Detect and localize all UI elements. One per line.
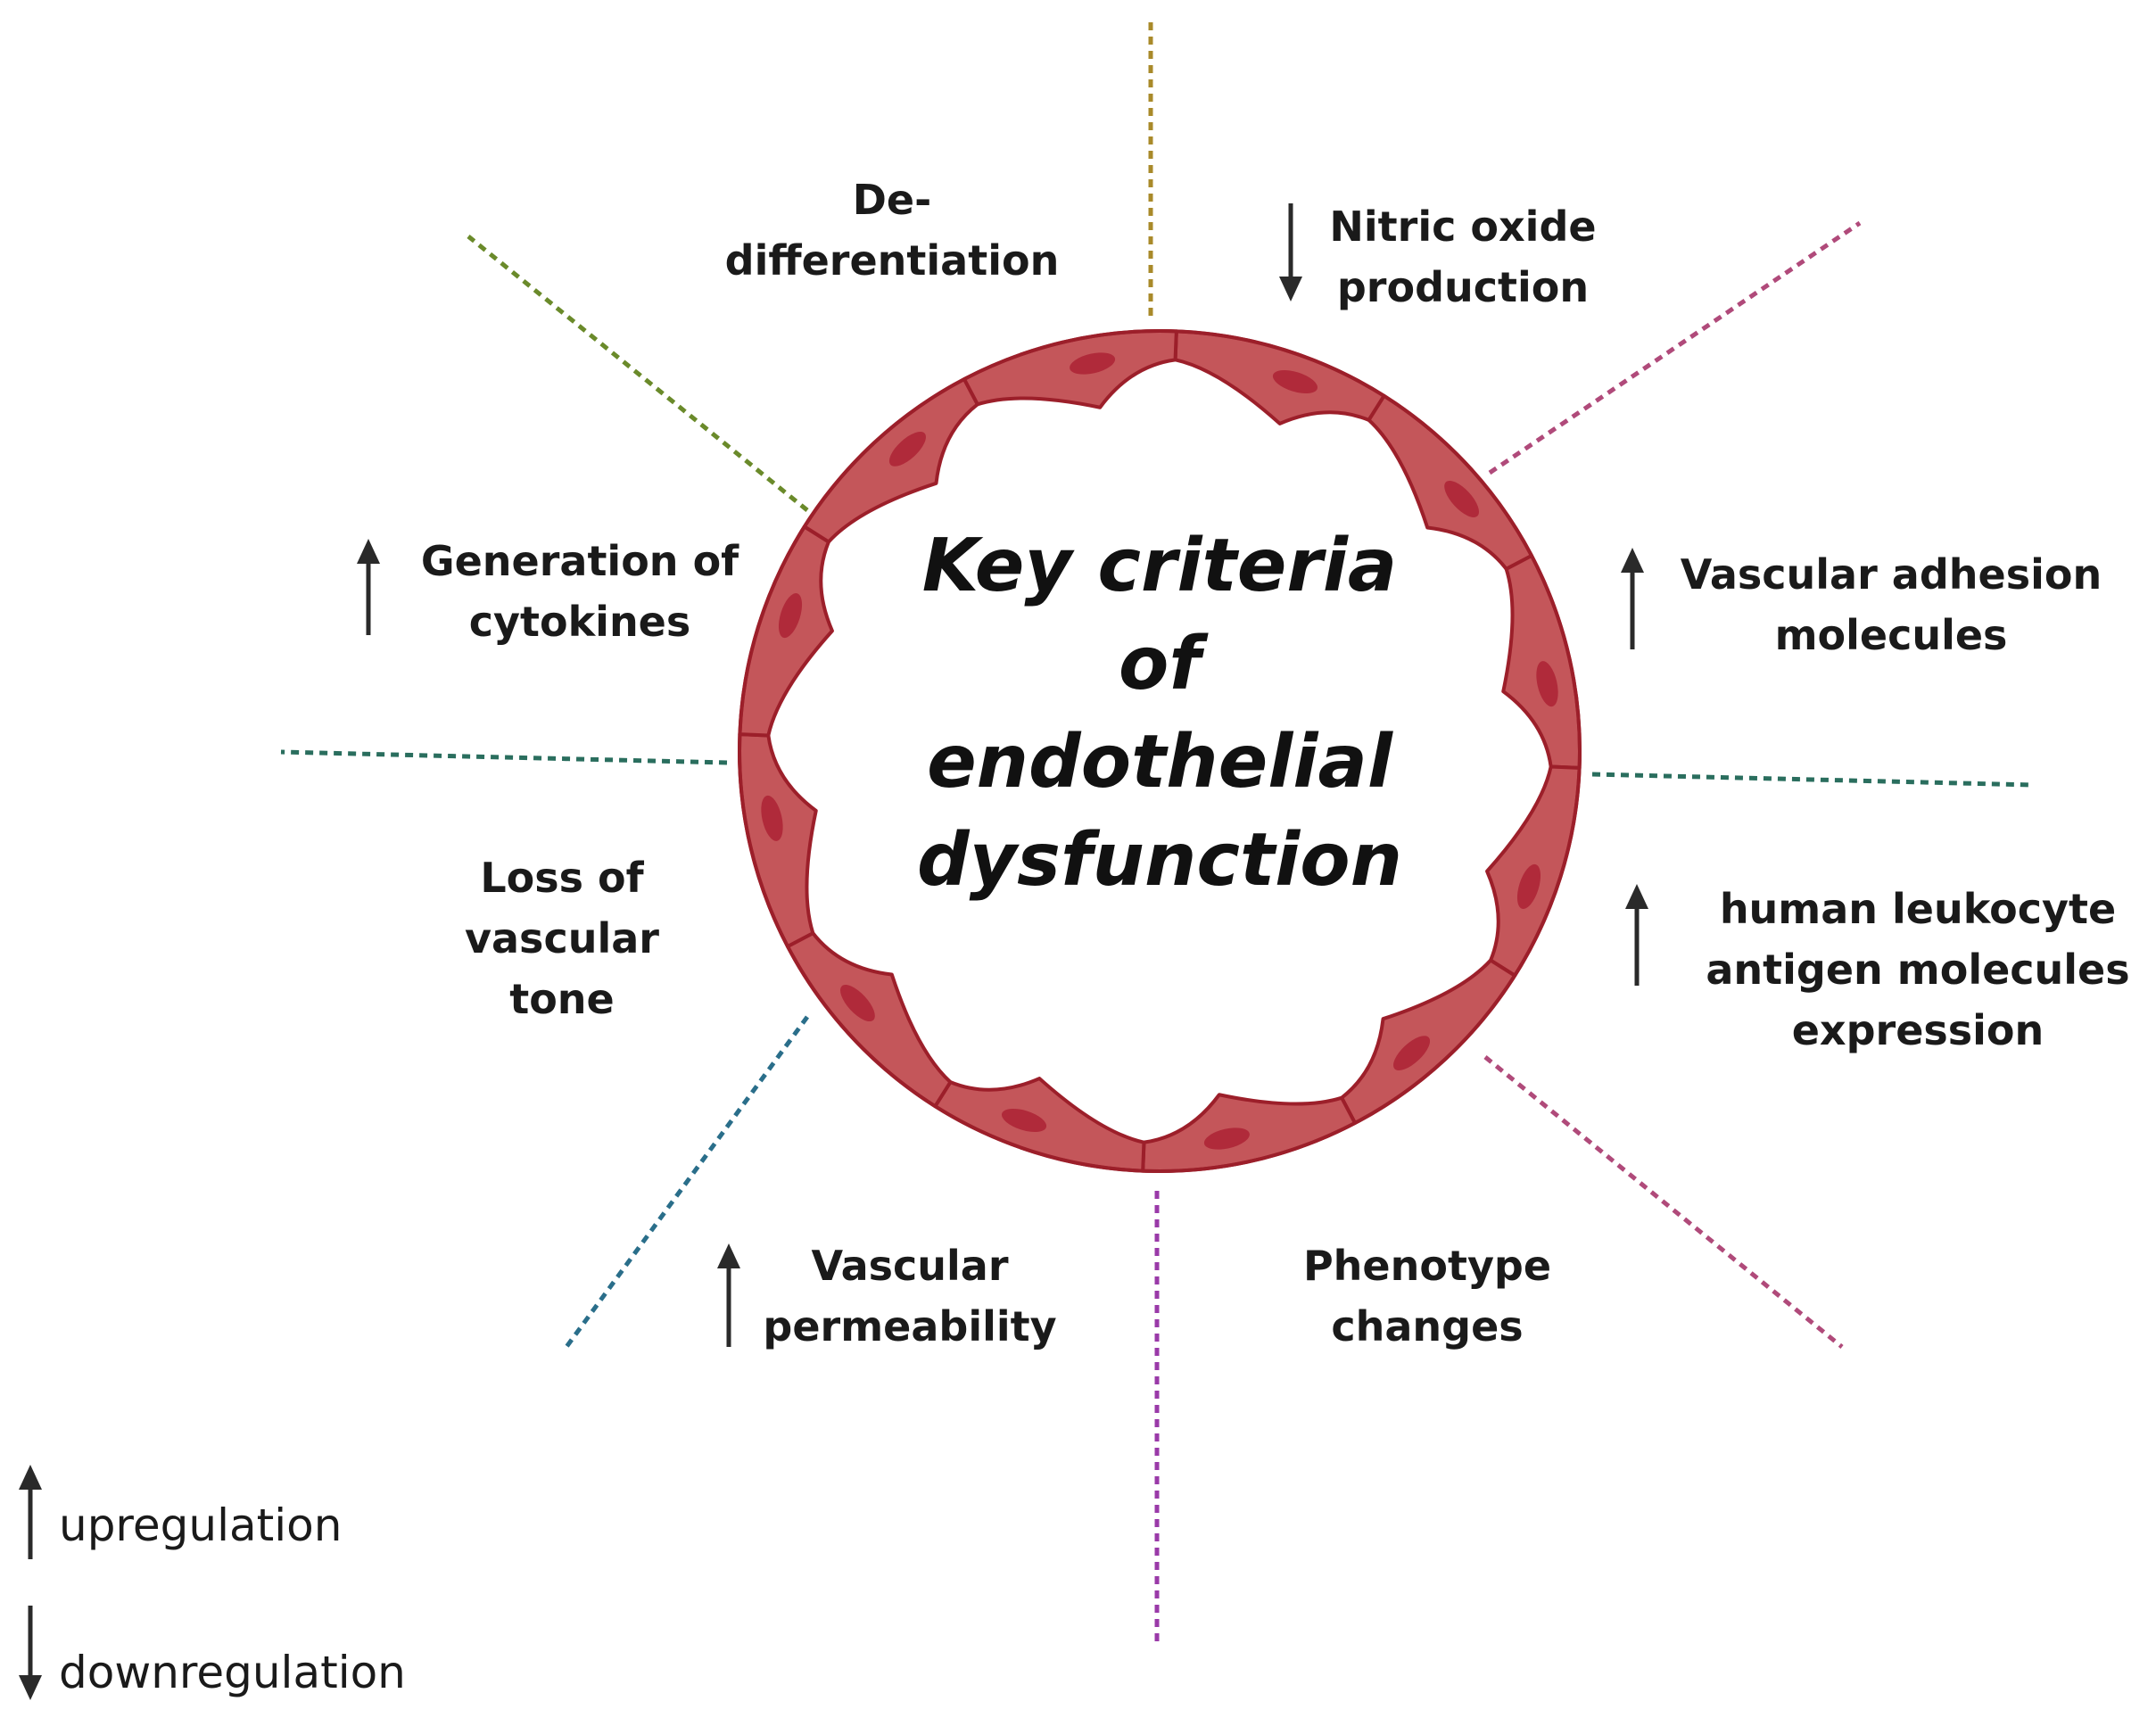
up-arrow-icon <box>1621 548 1644 649</box>
endothelial-cell-ring <box>738 329 1582 1173</box>
cell-nucleus <box>1272 369 1318 394</box>
down-arrow-icon <box>1279 203 1302 301</box>
divider-lower-right <box>1483 1055 1844 1349</box>
sector-dividers <box>280 22 2035 1641</box>
cell-nucleus <box>1393 1036 1431 1070</box>
divider-upper-right <box>1488 220 1862 475</box>
cell-nucleus <box>1070 352 1116 375</box>
arrow-head <box>19 1675 42 1700</box>
legend-downregulation: downregulation <box>59 1647 406 1698</box>
arrow-head <box>357 539 380 564</box>
cell-nucleus <box>888 432 926 467</box>
label-cytokines: Generation of cytokines <box>420 537 739 646</box>
cell-nucleus <box>1444 480 1479 517</box>
label-vascular-tone: Loss of vascular tone <box>465 854 659 1023</box>
label-dedifferentiation: De- differentiation <box>724 176 1060 285</box>
legend-upregulation: upregulation <box>59 1499 343 1551</box>
arrow-head <box>1625 884 1648 909</box>
divider-upper-left <box>467 235 809 512</box>
cell-nucleus <box>1203 1127 1250 1150</box>
cell-nucleus <box>1516 863 1541 910</box>
cell-nucleus <box>1001 1108 1047 1133</box>
cell-nucleus <box>1536 661 1558 707</box>
direction-arrows <box>19 203 1648 1700</box>
ring-outer-edge <box>738 329 1582 1173</box>
cell-nucleus <box>778 592 803 639</box>
divider-left <box>280 749 728 765</box>
arrow-head <box>19 1465 42 1490</box>
down-arrow-icon <box>19 1606 42 1700</box>
cell-nucleus <box>761 795 783 841</box>
arrow-head <box>1279 277 1302 301</box>
up-arrow-icon <box>717 1243 740 1347</box>
label-vascular-adhesion: Vascular adhesion molecules <box>1680 550 2102 659</box>
label-nitric-oxide: Nitric oxide production <box>1329 202 1597 311</box>
up-arrow-icon <box>1625 884 1648 986</box>
diagram-title: Key criteria of endothelial dysfunction <box>916 524 1402 903</box>
label-phenotype: Phenotype changes <box>1302 1242 1552 1350</box>
arrow-head <box>717 1243 740 1268</box>
up-arrow-icon <box>19 1465 42 1559</box>
divider-lower-left <box>564 1015 810 1349</box>
arrow-head <box>1621 548 1644 573</box>
label-permeability: Vascular permeability <box>763 1242 1057 1350</box>
divider-right <box>1591 772 2035 788</box>
label-hla: human leukocyte antigen molecules expres… <box>1706 885 2130 1054</box>
cell-nucleus <box>840 985 875 1022</box>
up-arrow-icon <box>357 539 380 635</box>
